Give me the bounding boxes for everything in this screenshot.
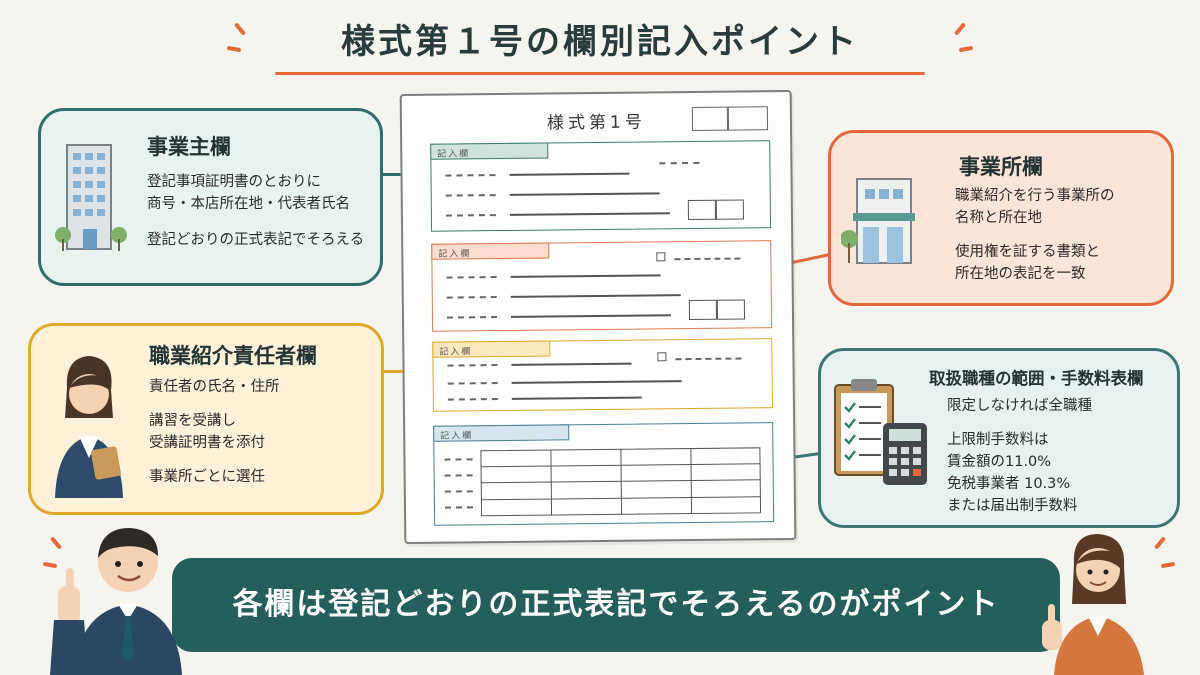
section-tag: 記入欄 bbox=[433, 424, 570, 442]
woman-pointing-icon bbox=[1040, 524, 1176, 675]
field-box bbox=[688, 299, 718, 321]
card-text: 所在地の表記を一致 bbox=[955, 266, 1086, 282]
field-label bbox=[444, 506, 473, 509]
office-building-icon bbox=[55, 139, 127, 251]
accent-spark bbox=[226, 45, 242, 53]
card-text: または届出制手数料 bbox=[947, 498, 1078, 514]
card-text: 職業紹介を行う事業所の bbox=[955, 188, 1115, 204]
field-label bbox=[444, 474, 473, 477]
field-line bbox=[511, 380, 682, 384]
summary-banner: 各欄は登記どおりの正式表記でそろえるのがポイント bbox=[172, 558, 1060, 652]
field-label bbox=[444, 458, 473, 461]
card-text: 上限制手数料は bbox=[947, 432, 1049, 448]
card-text: 限定しなければ全職種 bbox=[947, 398, 1092, 414]
section-tag: 記入欄 bbox=[432, 340, 551, 358]
form-section-office: 記入欄 bbox=[431, 240, 773, 332]
field-box bbox=[715, 199, 744, 220]
form-title: 様式第1号 bbox=[546, 112, 646, 134]
form-number-box bbox=[727, 106, 769, 131]
calculator-icon bbox=[881, 421, 929, 491]
field-label bbox=[444, 490, 473, 493]
field-label bbox=[447, 364, 498, 367]
card-employer: 事業主欄 登記事項証明書のとおりに 商号・本店所在地・代表者氏名 登記どおりの正… bbox=[38, 108, 383, 286]
card-manager: 職業紹介責任者欄 責任者の氏名・住所 講習を受講し 受講証明書を添付 事業所ごと… bbox=[28, 323, 384, 515]
page-title: 様式第１号の欄別記入ポイント bbox=[341, 22, 859, 62]
field-line bbox=[511, 362, 632, 366]
form-section-employer: 記入欄 bbox=[430, 140, 772, 232]
card-text: 責任者の氏名・住所 bbox=[149, 379, 280, 395]
field-line bbox=[509, 192, 660, 196]
shop-building-icon bbox=[840, 169, 927, 277]
card-text: 事業所ごとに選任 bbox=[149, 469, 265, 485]
card-heading: 取扱職種の範囲・手数料表欄 bbox=[929, 369, 1144, 388]
section-tag: 記入欄 bbox=[431, 242, 550, 260]
field-box bbox=[687, 199, 716, 221]
checkbox bbox=[657, 352, 667, 362]
card-heading: 職業紹介責任者欄 bbox=[149, 344, 317, 368]
card-text: 登記事項証明書のとおりに bbox=[147, 174, 321, 190]
card-text: 使用権を証する書類と bbox=[955, 244, 1100, 260]
card-text: 講習を受講し bbox=[149, 413, 236, 429]
card-heading: 事業所欄 bbox=[959, 155, 1043, 179]
card-heading: 事業主欄 bbox=[147, 135, 231, 159]
woman-avatar-icon bbox=[39, 348, 139, 502]
field-line bbox=[509, 172, 630, 176]
accent-spark bbox=[958, 45, 974, 53]
form-sheet: 様式第1号 記入欄 記入欄 bbox=[399, 89, 797, 545]
field-label bbox=[659, 161, 700, 165]
field-line bbox=[509, 212, 670, 216]
field-label bbox=[446, 316, 498, 319]
field-box bbox=[716, 299, 746, 320]
field-label bbox=[446, 276, 497, 279]
field-label bbox=[445, 194, 496, 197]
card-text: 名称と所在地 bbox=[955, 210, 1042, 226]
field-line bbox=[510, 274, 661, 278]
field-label bbox=[447, 398, 498, 401]
form-section-manager: 記入欄 bbox=[432, 338, 773, 412]
form-section-scope: 記入欄 bbox=[433, 422, 775, 526]
field-label bbox=[447, 382, 498, 385]
section-tag: 記入欄 bbox=[430, 142, 549, 160]
card-office: 事業所欄 職業紹介を行う事業所の 名称と所在地 使用権を証する書類と 所在地の表… bbox=[828, 130, 1174, 306]
accent-spark bbox=[953, 22, 967, 36]
field-line bbox=[510, 294, 681, 298]
title-underline bbox=[275, 72, 925, 75]
field-line bbox=[510, 314, 671, 318]
field-label bbox=[675, 357, 742, 361]
card-scope: 取扱職種の範囲・手数料表欄 限定しなければ全職種 上限制手数料は 賃金額の11.… bbox=[818, 348, 1180, 528]
card-text: 賃金額の11.0% bbox=[947, 454, 1052, 470]
form-number-box bbox=[691, 106, 729, 132]
card-text: 受講証明書を添付 bbox=[149, 435, 265, 451]
card-text: 登記どおりの正式表記でそろえる bbox=[147, 232, 365, 248]
card-text: 商号・本店所在地・代表者氏名 bbox=[147, 196, 350, 212]
accent-spark bbox=[233, 22, 247, 36]
card-text: 免税事業者 10.3% bbox=[947, 476, 1071, 492]
man-pointing-icon bbox=[42, 516, 194, 675]
field-label bbox=[446, 296, 497, 299]
checkbox bbox=[656, 252, 666, 262]
field-label bbox=[445, 174, 496, 177]
field-label bbox=[674, 257, 741, 261]
field-label bbox=[445, 214, 496, 217]
banner-text: 各欄は登記どおりの正式表記でそろえるのがポイント bbox=[232, 587, 1000, 622]
clipboard-icon bbox=[829, 375, 899, 483]
accent-spark bbox=[1160, 561, 1176, 569]
field-line bbox=[511, 396, 642, 400]
